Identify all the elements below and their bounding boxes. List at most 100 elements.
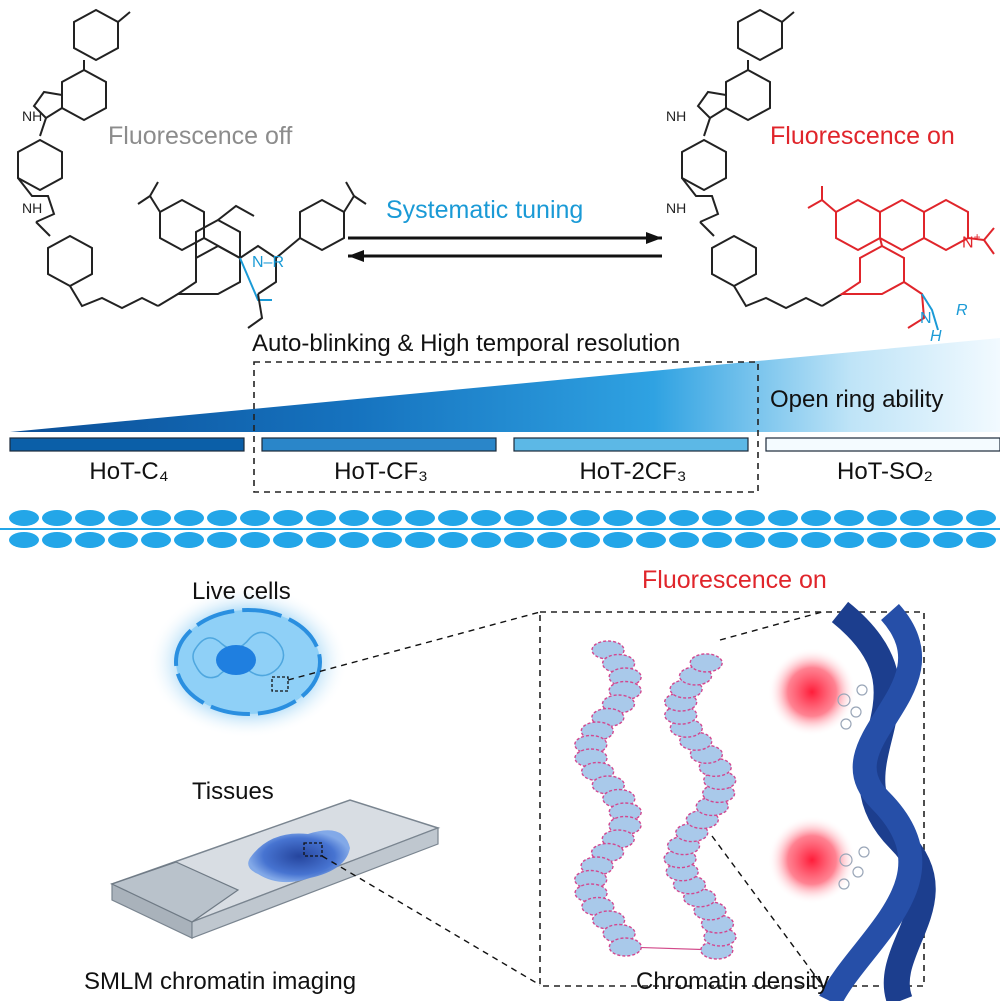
lipid-head xyxy=(702,532,732,548)
systematic-tuning-label: Systematic tuning xyxy=(386,196,584,224)
amide-n-label: N xyxy=(920,310,932,327)
iminium-n-label: N+ xyxy=(962,230,981,252)
lipid-head xyxy=(405,510,435,526)
nucleosome xyxy=(689,653,723,673)
lipid-head xyxy=(306,532,336,548)
chromatin-density-label: Chromatin density xyxy=(636,968,830,995)
lipid-head xyxy=(273,510,303,526)
nucleosome xyxy=(608,680,642,701)
zoom-lines xyxy=(287,611,823,986)
nh-label-right-2: NH xyxy=(666,200,687,216)
lipid-head xyxy=(900,510,930,526)
lipid-head xyxy=(504,510,534,526)
open-ring-label: Open ring ability xyxy=(770,386,944,413)
window-label: Auto-blinking & High temporal resolution xyxy=(252,330,681,357)
iminium-n: N xyxy=(962,234,974,252)
live-cells-label: Live cells xyxy=(192,578,291,605)
membrane-bilayer xyxy=(0,510,1000,548)
iminium-plus: + xyxy=(973,230,981,244)
lipid-head xyxy=(339,532,369,548)
tissue-slide xyxy=(110,799,441,939)
lipid-head xyxy=(669,510,699,526)
probe-bars xyxy=(9,437,1000,452)
lipid-head xyxy=(702,510,732,526)
live-cell xyxy=(148,586,348,738)
lipid-head xyxy=(108,532,138,548)
lipid-head xyxy=(141,532,171,548)
nucleosome xyxy=(701,783,736,804)
lipid-head xyxy=(75,510,105,526)
lipid-head xyxy=(174,510,204,526)
chromatin-fiber xyxy=(574,640,737,960)
lipid-head xyxy=(768,532,798,548)
lipid-head xyxy=(537,532,567,548)
lipid-head xyxy=(471,532,501,548)
lipid-head xyxy=(801,510,831,526)
tissues-label: Tissues xyxy=(192,778,274,805)
lipid-head xyxy=(306,510,336,526)
lipid-head xyxy=(933,510,963,526)
lipid-head xyxy=(108,510,138,526)
lipid-head xyxy=(42,532,72,548)
lipid-head xyxy=(207,510,237,526)
lipid-head xyxy=(735,532,765,548)
lipid-head xyxy=(603,532,633,548)
nucleosome xyxy=(608,802,642,822)
lipid-head xyxy=(834,532,864,548)
lipid-head xyxy=(9,532,39,548)
probe-bar-1 xyxy=(261,437,497,452)
lipid-head xyxy=(636,532,666,548)
lipid-head xyxy=(9,510,39,526)
nucleosome xyxy=(574,734,608,755)
lipid-head xyxy=(240,510,270,526)
lipid-head xyxy=(75,532,105,548)
nucleosome xyxy=(608,937,643,957)
lipid-head xyxy=(867,510,897,526)
probe-bar-0 xyxy=(9,437,245,452)
lipid-head xyxy=(240,532,270,548)
lipid-head xyxy=(966,532,996,548)
fluorescence-on-label-bottom: Fluorescence on xyxy=(642,566,827,594)
chromatin-panel xyxy=(539,611,925,987)
probe-label-so2: HoT-SO₂ xyxy=(837,458,933,485)
tuning-window-box xyxy=(253,361,759,493)
nucleosome xyxy=(608,667,642,687)
lactam-group-label: N–R xyxy=(252,254,285,271)
lipid-head xyxy=(372,510,402,526)
probe-bar-3 xyxy=(765,437,1000,452)
lipid-head xyxy=(438,510,468,526)
fluorescence-on-label-top: Fluorescence on xyxy=(770,122,955,150)
lipid-head xyxy=(603,510,633,526)
lipid-head xyxy=(207,532,237,548)
lipid-head xyxy=(42,510,72,526)
lipid-head xyxy=(636,510,666,526)
lipid-head xyxy=(339,510,369,526)
left-molecule xyxy=(17,8,367,329)
lipid-head xyxy=(570,510,600,526)
probe-label-2cf3: HoT-2CF₃ xyxy=(579,458,687,485)
amide-h-label: H xyxy=(930,328,942,345)
probe-bar-2 xyxy=(513,437,749,452)
lipid-head xyxy=(372,532,402,548)
nucleosome xyxy=(574,869,608,890)
lipid-head xyxy=(537,510,567,526)
lipid-head xyxy=(900,532,930,548)
nh-label-left-1: NH xyxy=(22,108,43,124)
lipid-head xyxy=(273,532,303,548)
lipid-head xyxy=(141,510,171,526)
nucleosome xyxy=(608,815,642,836)
lipid-head xyxy=(867,532,897,548)
nucleosome xyxy=(664,705,698,725)
lipid-head xyxy=(966,510,996,526)
lipid-head xyxy=(669,532,699,548)
lipid-head xyxy=(405,532,435,548)
equilibrium-arrows xyxy=(348,232,662,262)
lipid-head xyxy=(438,532,468,548)
nh-label-right-1: NH xyxy=(666,108,687,124)
fluorescence-off-label: Fluorescence off xyxy=(108,122,293,150)
lipid-head xyxy=(801,532,831,548)
lipid-head xyxy=(471,510,501,526)
dna-helix xyxy=(768,601,936,1001)
